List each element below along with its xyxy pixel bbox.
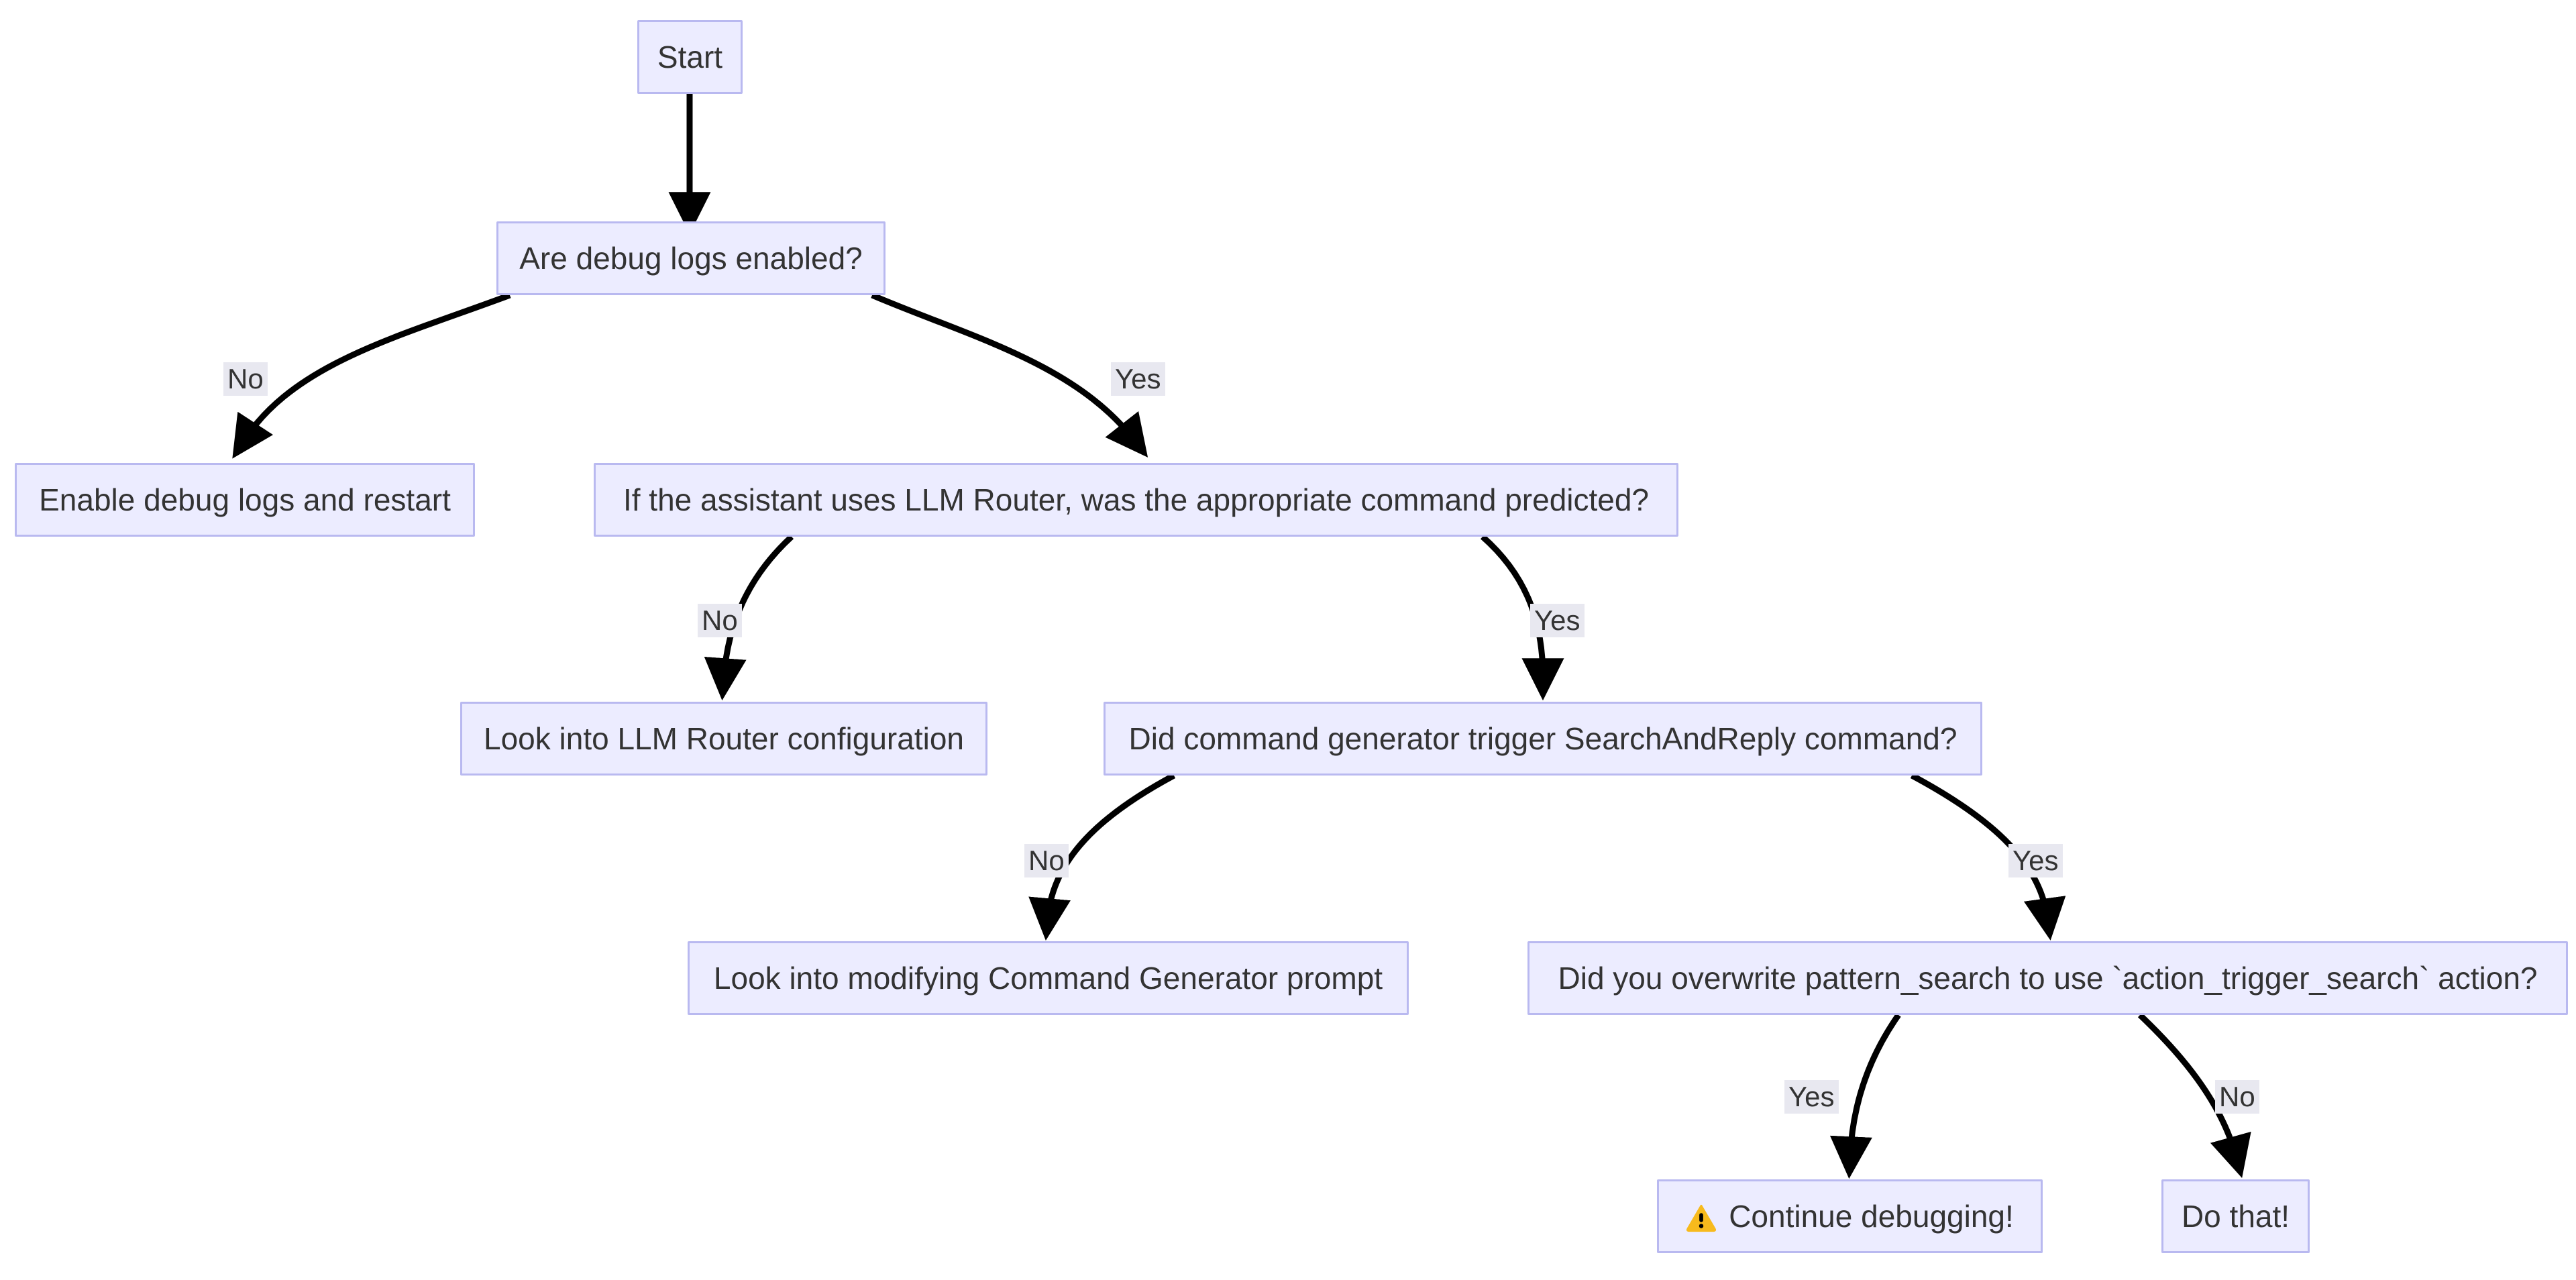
edge-label-e4: No [698, 604, 742, 638]
node-label: Are debug logs enabled? [519, 240, 863, 276]
node-label: If the assistant uses LLM Router, was th… [623, 482, 1650, 517]
node-llmrouter[interactable]: If the assistant uses LLM Router, was th… [594, 463, 1678, 537]
node-label: Look into modifying Command Generator pr… [713, 960, 1383, 996]
node-label: Did command generator trigger SearchAndR… [1128, 721, 1957, 756]
edge-debuglogs-to-enablelogs [232, 292, 511, 459]
node-cmdgenprompt[interactable]: Look into modifying Command Generator pr… [688, 941, 1409, 1015]
edge-patternsearch-to-dothat [2137, 1012, 2251, 1178]
node-label: Did you overwrite pattern_search to use … [1558, 960, 2538, 996]
node-start[interactable]: Start [637, 20, 743, 94]
node-label: Continue debugging! [1729, 1198, 2014, 1234]
node-label: Look into LLM Router configuration [484, 721, 964, 756]
node-patternsearch[interactable]: Did you overwrite pattern_search to use … [1527, 941, 2568, 1015]
warning-triangle-icon [1686, 1202, 1717, 1233]
edge-llmrouter-to-searchreply [1481, 534, 1564, 701]
edge-label-e8: Yes [1784, 1080, 1839, 1114]
edge-llmrouter-to-routerconfig [704, 534, 794, 701]
node-label: Start [657, 39, 723, 74]
node-content: Continue debugging! [1686, 1199, 2014, 1234]
node-dothat[interactable]: Do that! [2161, 1179, 2310, 1253]
edge-searchreply-to-patternsearch [1910, 773, 2066, 941]
node-routerconfig[interactable]: Look into LLM Router configuration [460, 702, 987, 776]
edge-label-e6: No [1024, 844, 1069, 878]
edge-label-e3: Yes [1111, 362, 1165, 396]
node-label: Do that! [2181, 1198, 2290, 1234]
edges-group [232, 94, 2251, 1179]
node-continuedebug[interactable]: Continue debugging! [1657, 1179, 2043, 1253]
node-debuglogs[interactable]: Are debug logs enabled? [496, 221, 885, 295]
edge-label-e9: No [2215, 1080, 2259, 1114]
node-label: Enable debug logs and restart [39, 482, 451, 517]
edge-label-e2: No [223, 362, 268, 396]
node-searchreply[interactable]: Did command generator trigger SearchAndR… [1104, 702, 1982, 776]
edge-patternsearch-to-continuedebug [1829, 1013, 1901, 1179]
edge-searchreply-to-cmdgenprompt [1028, 773, 1176, 941]
node-enablelogs[interactable]: Enable debug logs and restart [15, 463, 475, 537]
edge-label-e5: Yes [1530, 604, 1585, 638]
edge-label-e7: Yes [2008, 844, 2063, 878]
edge-debuglogs-to-llmrouter [871, 292, 1148, 458]
